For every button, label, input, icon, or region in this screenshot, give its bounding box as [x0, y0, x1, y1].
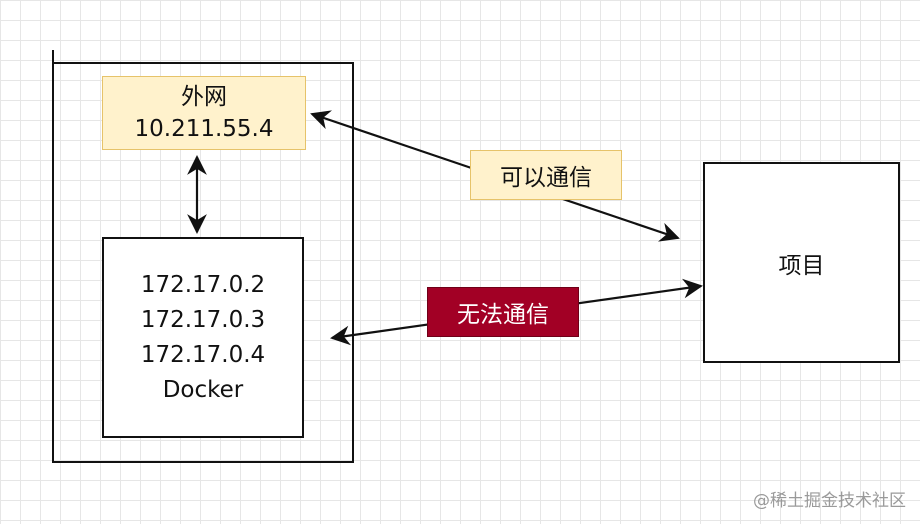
outer-box-tick: [52, 50, 54, 64]
docker-box: 172.17.0.2 172.17.0.3 172.17.0.4 Docker: [102, 237, 304, 438]
project-box: 项目: [703, 162, 900, 363]
external-network-ip: 10.211.55.4: [134, 116, 274, 142]
watermark: @稀土掘金技术社区: [753, 491, 906, 511]
project-label: 项目: [778, 252, 825, 279]
docker-ip-3: 172.17.0.4: [140, 341, 266, 368]
edge-label-cannot-communicate-text: 无法通信: [457, 302, 549, 328]
edge-label-can-communicate-text: 可以通信: [500, 165, 592, 191]
host-outer-box: [52, 62, 354, 463]
external-network-title: 外网: [181, 84, 227, 110]
docker-ip-1: 172.17.0.2: [140, 271, 266, 298]
docker-label: Docker: [162, 376, 244, 403]
edge-label-can-communicate: 可以通信: [470, 150, 622, 200]
edge-label-cannot-communicate: 无法通信: [427, 287, 579, 337]
external-network-box: 外网 10.211.55.4: [102, 76, 306, 150]
docker-ip-2: 172.17.0.3: [140, 306, 266, 333]
